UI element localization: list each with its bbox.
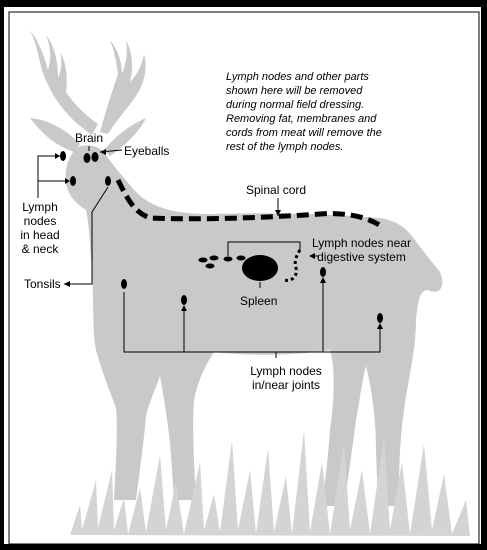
lymph-node-neck: [70, 176, 76, 186]
joint-node-1: [121, 279, 127, 289]
right-antler: [100, 40, 146, 134]
label-line: digestive system: [312, 250, 411, 264]
bottom-border: [0, 544, 487, 550]
tonsil-node: [105, 176, 111, 186]
note-line: Removing fat, membranes and: [226, 112, 426, 126]
right-border: [481, 0, 487, 550]
tonsils-label: Tonsils: [24, 277, 61, 291]
digestive-node-4: [224, 257, 233, 262]
note-line: cords from meat will remove the: [226, 126, 426, 140]
eyeball-left: [92, 152, 99, 162]
digestive-node-3: [206, 264, 215, 269]
note-line: rest of the lymph nodes.: [226, 140, 426, 154]
lymph-digestive-label: Lymph nodes near digestive system: [312, 236, 411, 264]
eyeballs-label: Eyeballs: [124, 144, 169, 158]
spinal-cord-label: Spinal cord: [246, 183, 306, 197]
spleen-organ: [242, 255, 278, 281]
label-line: Lymph: [20, 200, 60, 214]
label-line: Lymph nodes: [240, 364, 332, 378]
joint-node-3: [320, 267, 326, 277]
digestive-node-2: [210, 256, 219, 261]
note-line: Lymph nodes and other parts: [226, 70, 426, 84]
label-line: nodes: [20, 214, 60, 228]
label-line: Lymph nodes near: [312, 236, 411, 250]
label-line: in head: [20, 228, 60, 242]
field-dressing-note: Lymph nodes and other parts shown here w…: [226, 70, 426, 154]
brain-label: Brain: [75, 131, 103, 145]
brain-node: [84, 153, 91, 163]
lymph-joints-label: Lymph nodes in/near joints: [240, 364, 332, 392]
tonsils-arrow: [64, 281, 70, 287]
left-ear: [30, 118, 80, 152]
head-arrow: [55, 153, 60, 159]
label-line: in/near joints: [240, 378, 332, 392]
digestive-node-1: [199, 258, 208, 263]
note-line: shown here will be removed: [226, 84, 426, 98]
joint-node-4: [377, 313, 383, 323]
spleen-label: Spleen: [240, 294, 277, 308]
left-antler: [30, 30, 98, 135]
digestive-node-5: [237, 256, 246, 261]
top-border: [0, 0, 487, 7]
label-line: & neck: [20, 242, 60, 256]
lymph-head-neck-label: Lymph nodes in head & neck: [20, 200, 60, 256]
head-neck-bracket: [38, 156, 62, 198]
joint-node-2: [181, 295, 187, 305]
left-border: [0, 0, 4, 550]
body: [65, 145, 442, 506]
note-line: during normal field dressing.: [226, 98, 426, 112]
